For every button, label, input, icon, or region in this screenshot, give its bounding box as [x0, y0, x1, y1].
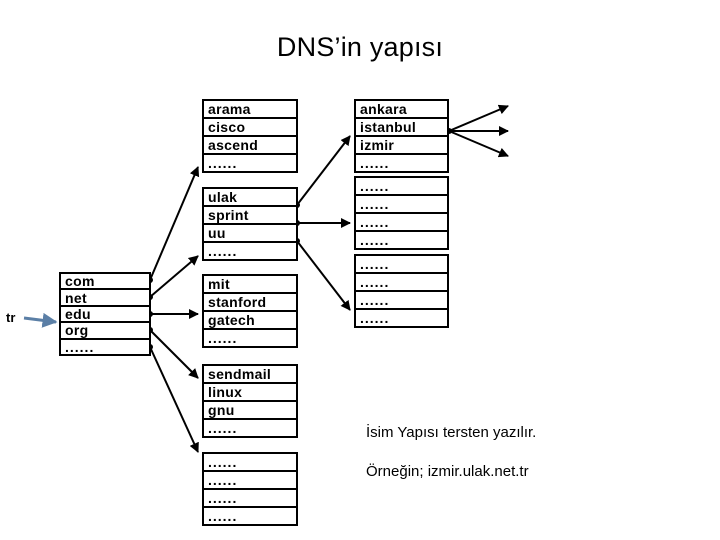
- ankara-row-izmir: izmir: [356, 137, 447, 155]
- ulak-row-dots: ......: [208, 243, 238, 259]
- ankara-row-dots: ......: [360, 155, 390, 171]
- note-example: Örneğin; izmir.ulak.net.tr: [366, 463, 529, 480]
- placeholder-right-mid-row-4: ......: [360, 232, 390, 248]
- sendmail-row-linux: linux: [204, 384, 296, 402]
- arama-row-ascend: ascend: [204, 137, 296, 155]
- edge-istanbul-fan-down: [448, 130, 509, 158]
- arama-row-arama: arama: [204, 101, 296, 119]
- sendmail-row-gnu: gnu: [204, 402, 296, 420]
- mit-box: mit stanford gatech ......: [202, 274, 298, 348]
- ulak-row-uu: uu: [204, 225, 296, 243]
- tld-row-org: org: [61, 323, 149, 340]
- placeholder-box-right-lower: ...... ...... ...... ......: [354, 254, 449, 328]
- edge-ulak-to-ankara: [296, 135, 351, 206]
- mit-row-mit: mit: [204, 276, 296, 294]
- tld-box: com net edu org ......: [59, 272, 151, 356]
- ankara-row-istanbul: istanbul: [356, 119, 447, 137]
- placeholder-left-row-2: ......: [204, 472, 296, 490]
- ankara-row-ankara: ankara: [356, 101, 447, 119]
- placeholder-right-mid-row-3: ......: [356, 214, 447, 232]
- edge-istanbul-fan-up: [448, 104, 509, 132]
- sendmail-row-dots: ......: [208, 420, 238, 436]
- placeholder-right-low-row-3: ......: [356, 292, 447, 310]
- tld-row-dots: ......: [65, 339, 95, 355]
- note-name-order: İsim Yapısı tersten yazılır.: [366, 424, 537, 441]
- arama-box: arama cisco ascend ......: [202, 99, 298, 173]
- arama-row-cisco: cisco: [204, 119, 296, 137]
- placeholder-right-mid-row-1: ......: [356, 178, 447, 196]
- sendmail-box: sendmail linux gnu ......: [202, 364, 298, 438]
- arama-row-dots: ......: [208, 155, 238, 171]
- edge-uu-to-placeholder-lower: [296, 240, 351, 311]
- placeholder-right-low-row-4: ......: [360, 310, 390, 326]
- edge-com-to-arama: [149, 166, 200, 281]
- tr-arrow: [23, 312, 58, 328]
- edge-org-to-sendmail: [149, 329, 199, 379]
- placeholder-right-mid-row-2: ......: [356, 196, 447, 214]
- tld-row-net: net: [61, 290, 149, 307]
- ulak-box: ulak sprint uu ......: [202, 187, 298, 261]
- mit-row-stanford: stanford: [204, 294, 296, 312]
- tr-label: tr: [6, 310, 16, 325]
- sendmail-row-sendmail: sendmail: [204, 366, 296, 384]
- placeholder-box-left: ...... ...... ...... ......: [202, 452, 298, 526]
- page-title: DNS’in yapısı: [276, 32, 444, 62]
- placeholder-box-right-middle: ...... ...... ...... ......: [354, 176, 449, 250]
- edge-tld-dots-to-placeholder: [149, 346, 199, 453]
- placeholder-left-row-1: ......: [204, 454, 296, 472]
- edge-net-to-ulak: [149, 255, 199, 298]
- tld-row-com: com: [61, 274, 149, 291]
- placeholder-left-row-4: ......: [208, 508, 238, 524]
- placeholder-right-low-row-2: ......: [356, 274, 447, 292]
- ulak-row-sprint: sprint: [204, 207, 296, 225]
- ankara-box: ankara istanbul izmir ......: [354, 99, 449, 173]
- placeholder-left-row-3: ......: [204, 490, 296, 508]
- mit-row-dots: ......: [208, 330, 238, 346]
- tld-row-edu: edu: [61, 307, 149, 324]
- placeholder-right-low-row-1: ......: [356, 256, 447, 274]
- ulak-row-ulak: ulak: [204, 189, 296, 207]
- mit-row-gatech: gatech: [204, 312, 296, 330]
